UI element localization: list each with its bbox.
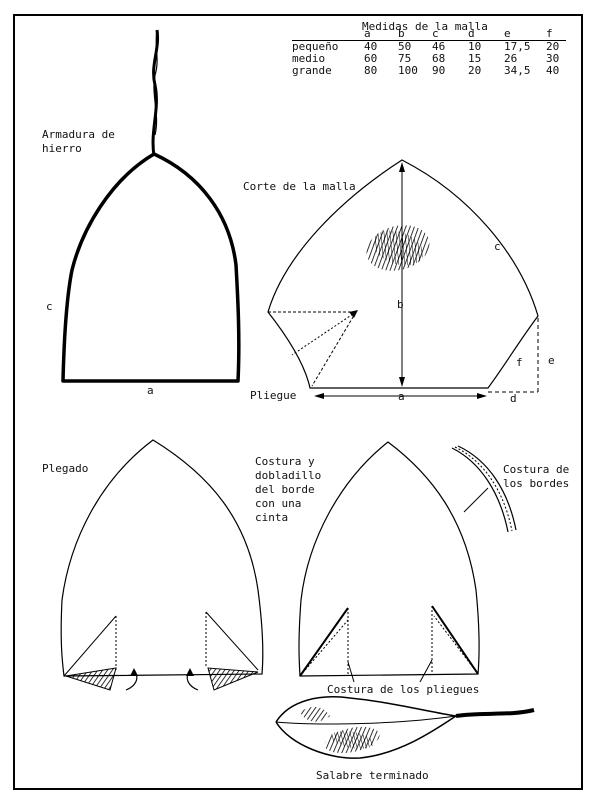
table-cell: 80	[364, 64, 378, 77]
table-cell: 40	[364, 40, 378, 53]
table-header-cell: f	[546, 28, 566, 41]
table-cell: 75	[398, 52, 412, 65]
fold-label: Pliegue	[250, 389, 297, 402]
table-cell: grande	[292, 64, 332, 77]
mesh-d-label: d	[510, 392, 517, 405]
table-header-cell	[292, 28, 364, 41]
table-cell: 17,5	[504, 40, 531, 53]
table-row: grande 80 100 90 20 34,5 40	[292, 65, 566, 77]
mesh-f-label: f	[516, 356, 523, 369]
table-cell: 40	[546, 64, 560, 77]
table-row: medio 60 75 68 15 26 30	[292, 53, 566, 65]
edge-seam-detail	[451, 445, 517, 533]
table-cell: 20	[468, 64, 482, 77]
hem-sewing-label: Costura y dobladillo del borde con una c…	[255, 455, 322, 524]
mesh-c-label: c	[494, 240, 501, 253]
iron-frame-label: Armadura de hierro	[42, 128, 115, 155]
figure-frame	[13, 14, 583, 790]
iron-frame-a-label: a	[147, 384, 154, 397]
table-cell: 26	[504, 52, 518, 65]
edge-seam-label: Costura de los bordes	[503, 463, 570, 490]
table-cell: 60	[364, 52, 378, 65]
folded-drawing	[60, 439, 264, 691]
table-cell: 46	[432, 40, 446, 53]
finished-net-drawing	[275, 696, 535, 759]
table-cell: 10	[468, 40, 482, 53]
table-cell: 68	[432, 52, 446, 65]
table-cell: medio	[292, 52, 326, 65]
table-cell: 30	[546, 52, 560, 65]
mesh-a-label: a	[398, 390, 405, 403]
fold-seam-label: Costura de los pliegues	[327, 683, 480, 696]
table-cell: 20	[546, 40, 560, 53]
table-cell: 50	[398, 40, 412, 53]
table-cell: 15	[468, 52, 482, 65]
finished-net-label: Salabre terminado	[316, 769, 429, 782]
table-header-cell: e	[504, 28, 546, 41]
table-header-cell: c	[432, 28, 468, 41]
iron-frame-drawing	[61, 29, 241, 383]
sewing-drawing	[298, 441, 480, 683]
table-header-cell: b	[398, 28, 432, 41]
table-header-cell: d	[468, 28, 504, 41]
mesh-b-label: b	[397, 298, 404, 311]
table-cell: 34,5	[504, 64, 531, 77]
table-cell: pequeño	[292, 40, 339, 53]
table-cell: 100	[398, 64, 418, 77]
folded-label: Plegado	[42, 462, 89, 475]
table-cell: 90	[432, 64, 446, 77]
mesh-cut-label: Corte de la malla	[243, 180, 356, 193]
mesh-cut-drawing	[267, 159, 539, 399]
table-header-cell: a	[364, 28, 398, 41]
table-row: pequeño 40 50 46 10 17,5 20	[292, 41, 566, 54]
mesh-e-label: e	[548, 354, 555, 367]
iron-frame-c-label: c	[46, 300, 53, 313]
